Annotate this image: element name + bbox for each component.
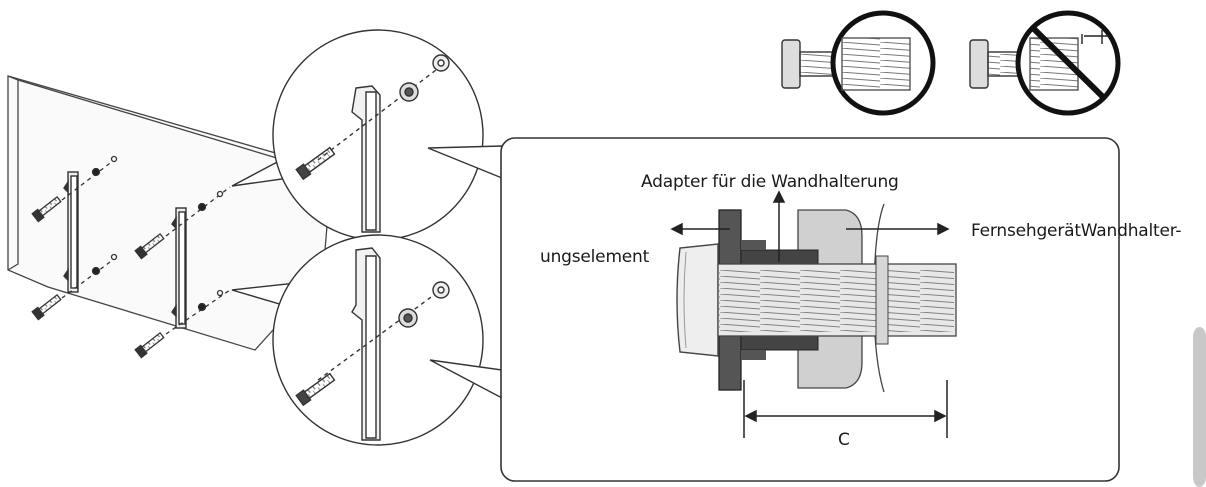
wall-bracket-left: [63, 171, 79, 293]
zoom-circle-lower: [231, 234, 484, 446]
dimension-c-label: C: [838, 430, 850, 450]
incorrect-screw-prohibited-icon: [969, 10, 1121, 116]
screw-icon: [134, 331, 165, 359]
bracket-side-label: ungselement: [540, 247, 650, 267]
wall-bracket-right: [171, 207, 187, 329]
screw-icon: [31, 293, 62, 321]
page-edge-tab: [1193, 327, 1206, 487]
detail-box: [500, 137, 1120, 482]
screw-icon: [134, 232, 165, 260]
adapter-label: Adapter für die Wandhalterung: [641, 172, 899, 192]
screw-icon: [295, 372, 336, 407]
screw-icon: [295, 146, 336, 181]
screw-assembly-set: [31, 155, 231, 359]
correct-screw-icon: [781, 10, 936, 116]
tv-side-label: FernsehgerätWandhalter-: [971, 221, 1182, 241]
arrows: [670, 190, 950, 438]
screw-icon: [31, 195, 62, 223]
zoom-circle-upper: [231, 29, 484, 241]
callout-pointers: [427, 145, 503, 400]
screw-head: [676, 243, 719, 357]
